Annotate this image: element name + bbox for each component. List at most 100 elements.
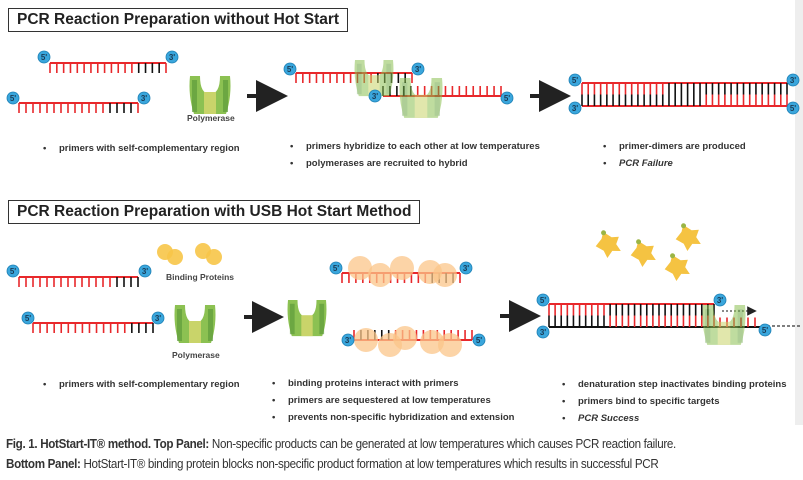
end-cap-label: 3' [169,53,175,62]
three-prime-cap: 3' [165,50,179,64]
bullet-item: prevents non-specific hybridization and … [272,409,514,426]
end-cap-circle [6,264,20,278]
binding-protein-blob [420,330,444,354]
five-prime-cap: 5' [37,50,51,64]
end-cap-label: 5' [25,314,31,323]
three-prime-cap: 3' [713,293,727,307]
caption-line-2: Bottom Panel: HotStart-IT® binding prote… [6,454,745,474]
end-cap-label: 3' [372,92,378,101]
five-prime-cap: 5' [6,91,20,105]
end-cap-label: 3' [463,264,469,273]
hybrid-polymerase-icon-1 [354,60,394,97]
end-cap-label: 5' [287,65,293,74]
binding-protein-blob [348,256,372,280]
polymerase-shade [223,80,228,112]
end-cap-circle [329,261,343,275]
specific-product [548,303,800,328]
protein-shape [595,231,621,258]
bullet-item-result: PCR Success [562,410,787,427]
end-cap-label: 5' [790,104,796,113]
caption-line-1: Fig. 1. HotStart-IT® method. Top Panel: … [6,434,745,454]
polymerase-center [368,75,380,97]
five-prime-cap: 5' [536,293,550,307]
bottom-step1-bullets: primers with self-complementary region [43,376,240,393]
polymerase-center [414,94,428,118]
end-cap-circle [758,323,772,337]
extending-polymerase-icon [702,305,746,345]
bullet-item: binding proteins interact with primers [272,375,514,392]
polymerase-shade [705,309,711,343]
end-cap-label: 5' [572,76,578,85]
polymerase-center [717,321,731,345]
five-prime-cap: 5' [786,101,800,115]
binding-protein-blob [390,256,414,280]
binding-protein-blob [368,263,392,287]
three-prime-cap: 3' [411,62,425,76]
primer-dimer [581,82,788,107]
end-cap-label: 3' [141,94,147,103]
end-cap-label: 3' [790,76,796,85]
three-prime-cap: 3' [459,261,473,275]
bullet-item: primers with self-complementary region [43,376,240,393]
binding-protein-blob [354,328,378,352]
bullet-item: primers with self-complementary region [43,140,240,157]
top-polymerase-icon [189,76,231,114]
end-cap-circle [459,261,473,275]
end-cap-label: 5' [41,53,47,62]
free-polymerase-icon [287,300,327,337]
end-cap-label: 5' [10,267,16,276]
end-cap-circle [568,73,582,87]
polymerase-shade [192,80,197,112]
bullet-item: primers bind to specific targets [562,393,787,410]
five-prime-cap: 5' [472,333,486,347]
end-cap-label: 5' [476,336,482,345]
bullet-item: primers hybridize to each other at low t… [290,138,540,155]
end-cap-circle [368,89,382,103]
top-primer-1 [49,62,167,73]
polymerase-shade [356,63,362,95]
end-cap-circle [472,333,486,347]
end-cap-label: 3' [155,314,161,323]
protein-spot [636,239,642,245]
top-panel-title: PCR Reaction Preparation without Hot Sta… [8,8,349,32]
three-prime-cap: 3' [151,311,165,325]
five-prime-cap: 5' [500,91,514,105]
five-prime-cap: 5' [568,73,582,87]
end-cap-circle [21,311,35,325]
end-cap-label: 3' [717,296,723,305]
bottom-step2-bullets: binding proteins interact with primers p… [272,375,514,426]
end-cap-circle [536,293,550,307]
end-cap-circle [137,91,151,105]
bottom-primer-1 [18,276,139,287]
end-cap-circle [786,101,800,115]
polymerase-shade [319,303,325,335]
end-cap-label: 3' [572,104,578,113]
end-cap-label: 3' [540,328,546,337]
polymerase-center [301,315,313,337]
binding-protein-icon [167,249,183,265]
three-prime-cap: 3' [568,101,582,115]
hybrid-primer-top [295,72,413,83]
protein-shape [630,240,656,267]
end-cap-circle [786,73,800,87]
polymerase-shade [289,303,295,335]
caption-bottom-label: Bottom Panel: [6,457,81,471]
three-prime-cap: 3' [536,325,550,339]
figure-frame [795,0,803,425]
bullet-item: primer-dimers are produced [603,138,746,155]
end-cap-circle [37,50,51,64]
end-cap-circle [283,62,297,76]
end-cap-label: 5' [540,296,546,305]
end-cap-circle [500,91,514,105]
end-cap-circle [6,91,20,105]
inactivated-protein-icon [675,223,701,251]
hybrid-polymerase-icon-2 [399,78,443,118]
three-prime-cap: 3' [368,89,382,103]
figure-caption: Fig. 1. HotStart-IT® method. Top Panel: … [6,434,745,474]
top-primer-2 [18,102,139,113]
pcr-diagram: 5' 3' 5' 3' 5' 3' 3' 5' 5' 3' 3' 5' 5' 3' 5' 3' 5' 3' 3' 5'… [6,50,800,357]
end-cap-circle [568,101,582,115]
three-prime-cap: 3' [138,264,152,278]
protein-spot [670,253,676,259]
binding-protein-icon [206,249,222,265]
